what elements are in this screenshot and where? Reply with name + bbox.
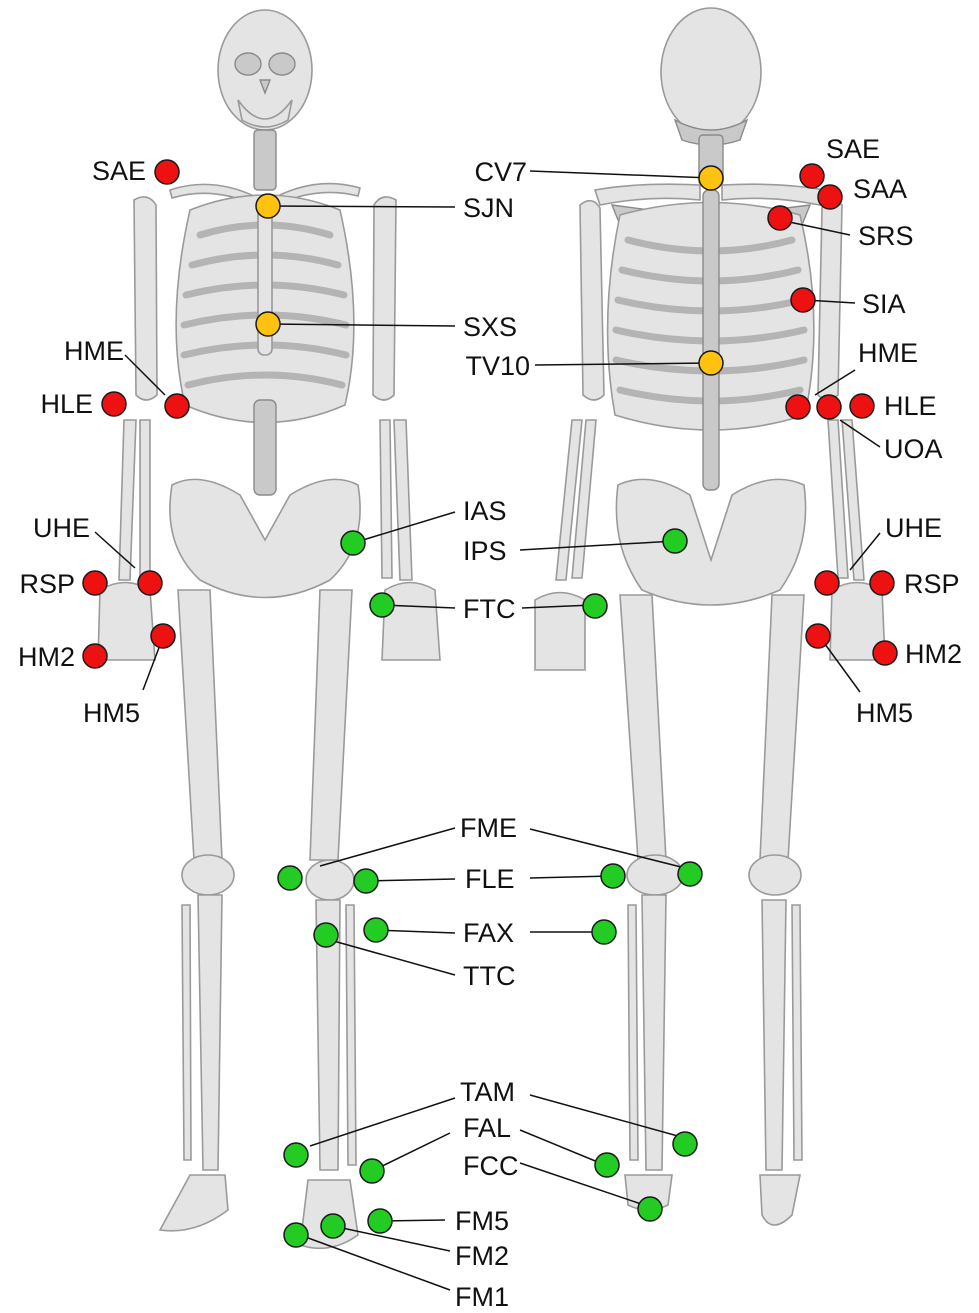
marker-front-fle: [353, 868, 379, 894]
label-front-fm1: FM1: [455, 1282, 509, 1312]
label-front-fme: FME: [460, 813, 517, 843]
marker-back-uhe: [814, 570, 840, 596]
marker-front-ftc: [369, 592, 395, 618]
marker-back-sae: [799, 163, 825, 189]
marker-back-hme: [785, 394, 811, 420]
marker-back-srs: [767, 205, 793, 231]
marker-back-fme: [677, 861, 703, 887]
marker-front-hm2: [82, 643, 108, 669]
markers: [82, 159, 898, 1248]
marker-back-ftc: [582, 593, 608, 619]
label-front-ips: IPS: [463, 536, 507, 566]
marker-back-hle: [849, 393, 875, 419]
label-front-ias: IAS: [463, 496, 507, 526]
leader-lines: [94, 170, 881, 1291]
marker-back-sia: [790, 287, 816, 313]
label-back-srs: SRS: [858, 221, 914, 251]
label-front-fm2: FM2: [455, 1241, 509, 1271]
label-back-saa: SAA: [853, 174, 907, 204]
label-front-sxs: SXS: [463, 312, 517, 342]
marker-back-hm2: [872, 640, 898, 666]
marker-back-tv10: [698, 350, 724, 376]
marker-front-hme: [164, 393, 190, 419]
marker-front-ias: [340, 530, 366, 556]
label-back-tv10: TV10: [465, 351, 530, 381]
label-back-hm2: HM2: [905, 639, 962, 669]
marker-front-sae: [154, 159, 180, 185]
marker-front-sjn: [255, 193, 281, 219]
marker-back-saa: [817, 184, 843, 210]
marker-back-rsp: [869, 570, 895, 596]
marker-back-cv7: [698, 165, 724, 191]
label-back-cv7: CV7: [474, 157, 527, 187]
marker-back-fcc: [637, 1196, 663, 1222]
label-front-ttc: TTC: [463, 961, 515, 991]
marker-front-fm1: [283, 1222, 309, 1248]
marker-back-ips: [662, 528, 688, 554]
marker-front-uhe: [137, 570, 163, 596]
marker-front-ttc: [313, 922, 339, 948]
label-back-uhe: UHE: [885, 513, 942, 543]
marker-back-fle: [600, 863, 626, 889]
marker-front-fal: [359, 1158, 385, 1184]
label-front-fal: FAL: [463, 1113, 511, 1143]
label-back-hle: HLE: [884, 391, 937, 421]
marker-back-uoa: [816, 394, 842, 420]
marker-front-fm2: [320, 1213, 346, 1239]
label-front-sjn: SJN: [463, 193, 514, 223]
label-front-hm5: HM5: [83, 698, 140, 728]
marker-back-fal: [594, 1152, 620, 1178]
marker-front-rsp: [82, 570, 108, 596]
marker-front-tam: [283, 1142, 309, 1168]
marker-front-hle: [101, 391, 127, 417]
label-back-sae: SAE: [826, 134, 880, 164]
marker-front-fme: [277, 865, 303, 891]
label-front-hm2: HM2: [18, 642, 75, 672]
marker-front-fm5: [367, 1208, 393, 1234]
marker-front-sxs: [255, 311, 281, 337]
label-front-rsp: RSP: [19, 569, 75, 599]
label-front-fle: FLE: [465, 864, 515, 894]
label-front-hme: HME: [64, 336, 124, 366]
marker-back-hm5: [805, 623, 831, 649]
label-back-hm5: HM5: [856, 698, 913, 728]
label-front-tam: TAM: [460, 1077, 515, 1107]
marker-front-hm5: [150, 623, 176, 649]
front-skeleton: [97, 9, 441, 1250]
label-back-sia: SIA: [862, 289, 906, 319]
label-back-rsp: RSP: [904, 569, 960, 599]
label-front-fcc: FCC: [463, 1151, 519, 1181]
label-back-hme: HME: [858, 338, 918, 368]
label-front-fax: FAX: [463, 918, 514, 948]
label-front-uhe: UHE: [33, 513, 90, 543]
marker-back-fax: [591, 919, 617, 945]
label-back-uoa: UOA: [884, 434, 943, 464]
label-front-ftc: FTC: [463, 594, 515, 624]
labels: SAE SJN SXS HME HLE UHE RSP HM2 HM5 IAS …: [18, 134, 962, 1312]
label-front-sae: SAE: [92, 156, 146, 186]
marker-back-tam: [672, 1131, 698, 1157]
marker-front-fax: [363, 917, 389, 943]
label-front-fm5: FM5: [455, 1206, 509, 1236]
label-front-hle: HLE: [40, 389, 93, 419]
